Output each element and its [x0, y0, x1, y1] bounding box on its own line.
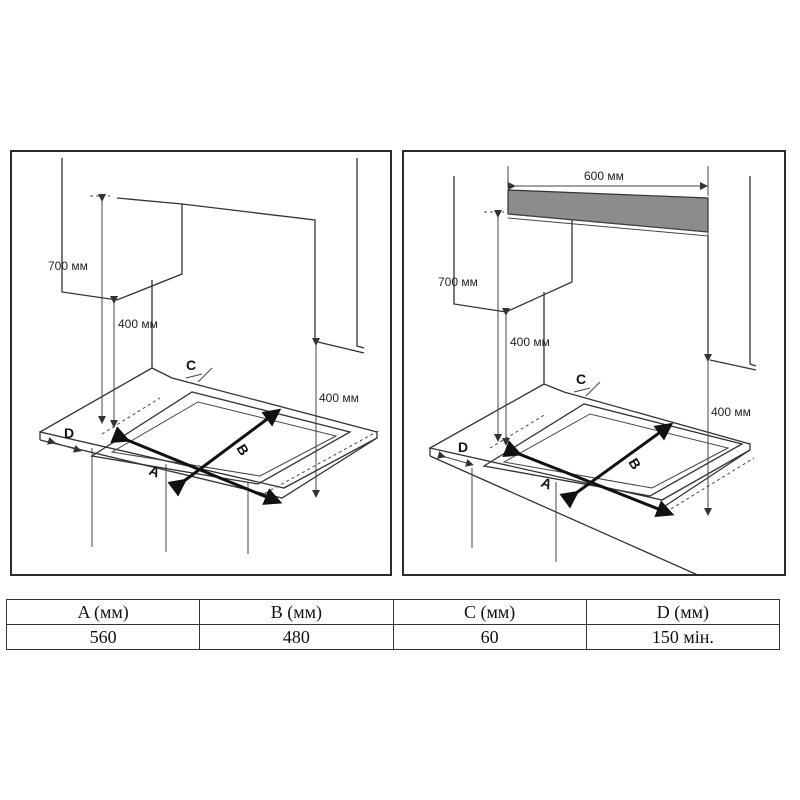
label-b: B [625, 455, 644, 472]
header-a: A (мм) [5, 599, 201, 625]
label-400-left: 400 мм [118, 317, 158, 331]
dimension-400-right: 400 мм [312, 338, 359, 498]
left-installation-diagram: 700 мм 400 мм 400 мм C D A B [10, 150, 392, 576]
dimension-700: 700 мм [48, 194, 110, 424]
dimension-700: 700 мм [438, 210, 504, 442]
dimension-b: B [559, 422, 674, 509]
wall-cabinet [61, 158, 316, 342]
value-d: 150 мін. [585, 624, 781, 650]
table-header-row: A (мм) B (мм) C (мм) D (мм) [5, 599, 781, 625]
header-b: B (мм) [199, 599, 394, 625]
worktop [428, 383, 751, 574]
table-value-row: 560 480 60 150 мін. [5, 624, 781, 650]
dimensions-table: A (мм) B (мм) C (мм) D (мм) 560 480 60 1… [5, 599, 781, 650]
label-d: D [458, 439, 468, 455]
value-b: 480 [199, 624, 394, 650]
label-600: 600 мм [584, 169, 624, 183]
value-a: 560 [5, 624, 201, 650]
label-400-right: 400 мм [711, 405, 751, 419]
label-c: C [576, 371, 586, 387]
dimension-400-right: 400 мм [704, 354, 751, 516]
left-diagram-svg: 700 мм 400 мм 400 мм C D A B [39, 158, 381, 554]
right-diagram-svg: 600 мм [428, 166, 757, 574]
label-d: D [64, 425, 74, 441]
label-c: C [186, 357, 196, 373]
label-700: 700 мм [48, 259, 88, 273]
label-a: A [147, 462, 162, 481]
dimension-d: D [437, 439, 474, 467]
header-d: D (мм) [585, 599, 781, 625]
label-700: 700 мм [438, 275, 478, 289]
dimension-c: C [185, 357, 213, 383]
right-installation-diagram: 600 мм [402, 150, 786, 576]
value-c: 60 [392, 624, 587, 650]
right-wall [317, 158, 365, 354]
label-400-left: 400 мм [510, 335, 550, 349]
right-wall [709, 176, 757, 371]
hob-cutout [482, 403, 755, 513]
dimension-c: C [573, 371, 601, 397]
dimension-b: B [167, 408, 282, 497]
header-c: C (мм) [392, 599, 587, 625]
dimension-400-left: 400 мм [110, 296, 158, 428]
dimension-400-left: 400 мм [502, 308, 550, 446]
label-400-right: 400 мм [319, 391, 359, 405]
cooker-hood: 600 мм [507, 166, 709, 237]
dimension-d: D [47, 425, 82, 453]
